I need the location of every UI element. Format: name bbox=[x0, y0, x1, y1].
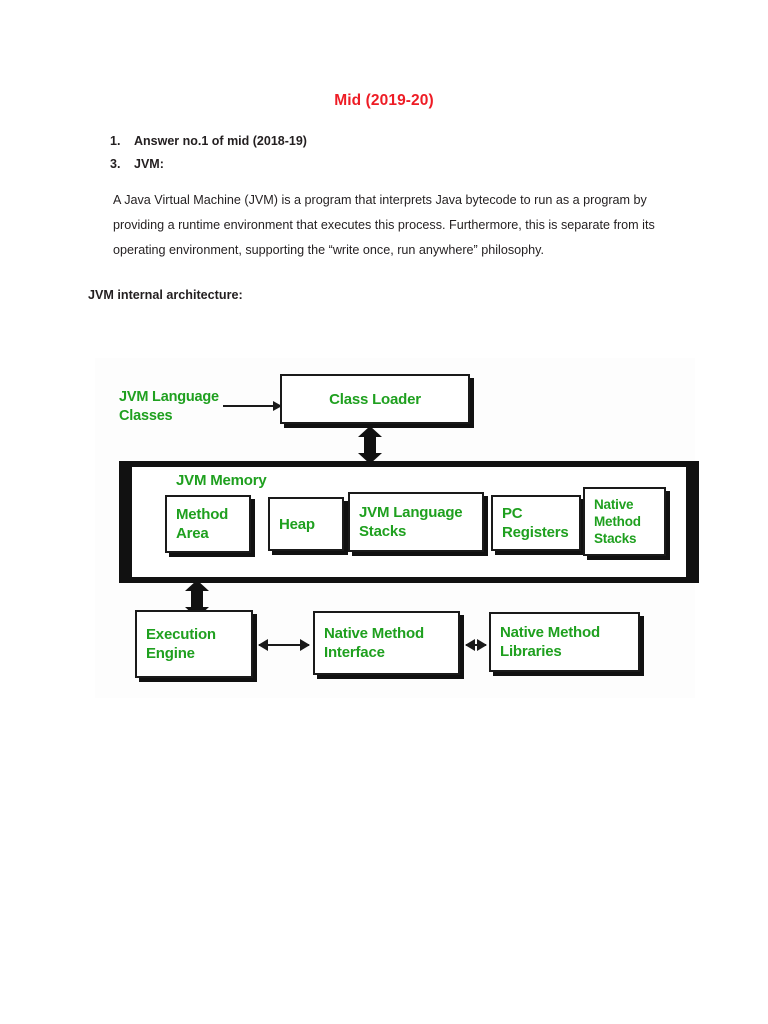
classloader-memory-double-arrow bbox=[357, 426, 383, 464]
jvm-memory-title: JVM Memory bbox=[176, 472, 267, 489]
memory-region-jvm-language-stacks: JVM Language Stacks bbox=[348, 492, 484, 552]
interface-libraries-arrow bbox=[465, 639, 487, 651]
native-method-interface-label: Native Method Interface bbox=[324, 625, 424, 661]
memory-region-method-area: Method Area bbox=[165, 495, 251, 553]
list-item-text: JVM: bbox=[134, 157, 164, 171]
list-item: 1. Answer no.1 of mid (2018-19) bbox=[110, 134, 307, 148]
memory-region-label: JVM Language Stacks bbox=[359, 504, 463, 540]
list-item-number: 3. bbox=[110, 157, 121, 171]
input-to-classloader-arrow bbox=[223, 401, 282, 411]
memory-region-heap: Heap bbox=[268, 497, 344, 551]
list-item-number: 1. bbox=[110, 134, 121, 148]
execution-engine-label: Execution Engine bbox=[146, 626, 216, 662]
page-title: Mid (2019-20) bbox=[334, 92, 434, 109]
jvm-memory-container: JVM Memory Method Area Heap JVM Language… bbox=[119, 461, 699, 583]
native-method-libraries-box: Native Method Libraries bbox=[489, 612, 640, 672]
native-method-interface-box: Native Method Interface bbox=[313, 611, 460, 675]
execution-engine-box: Execution Engine bbox=[135, 610, 253, 678]
list-item: 3. JVM: bbox=[110, 157, 164, 171]
body-paragraph: A Java Virtual Machine (JVM) is a progra… bbox=[113, 193, 655, 257]
memory-region-label: Method Area bbox=[176, 506, 229, 542]
list-item-text: Answer no.1 of mid (2018-19) bbox=[134, 134, 307, 148]
jvm-memory-inner: JVM Memory Method Area Heap JVM Language… bbox=[132, 467, 686, 577]
class-loader-box: Class Loader bbox=[280, 374, 470, 424]
section-subheading: JVM internal architecture: bbox=[88, 288, 243, 302]
jvm-architecture-diagram: JVM Language Classes Class Loader JVM Me… bbox=[95, 358, 699, 698]
memory-region-label: PC Registers bbox=[502, 505, 569, 541]
diagram-input-label: JVM Language Classes bbox=[119, 389, 219, 424]
memory-execution-double-arrow bbox=[184, 580, 210, 618]
native-method-libraries-label: Native Method Libraries bbox=[500, 624, 600, 660]
class-loader-label: Class Loader bbox=[329, 390, 421, 408]
memory-region-native-method-stacks: Native Method Stacks bbox=[583, 487, 666, 556]
memory-region-label: Native Method Stacks bbox=[594, 497, 641, 546]
memory-region-pc-registers: PC Registers bbox=[491, 495, 581, 551]
engine-interface-arrow bbox=[258, 639, 310, 651]
memory-region-label: Heap bbox=[279, 515, 315, 533]
